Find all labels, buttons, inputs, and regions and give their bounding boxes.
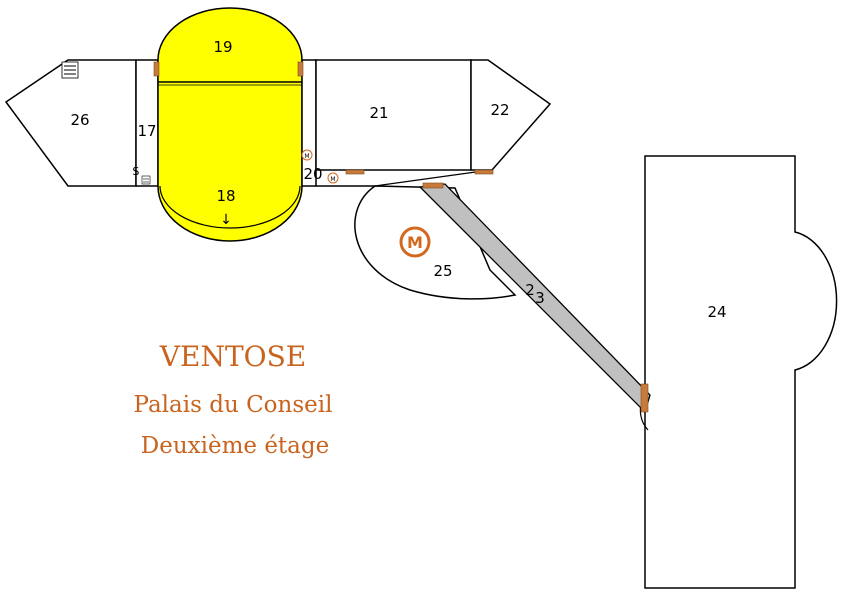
room-label-20: 20 bbox=[303, 165, 322, 183]
room-label-18: 18 bbox=[216, 187, 235, 205]
door bbox=[345, 169, 365, 175]
room-label-24: 24 bbox=[707, 303, 726, 321]
stair-symbol: $ bbox=[132, 164, 140, 178]
arrow-down-icon: ↓ bbox=[220, 212, 232, 228]
room-label-22: 22 bbox=[490, 101, 509, 119]
map-floor: Deuxième étage bbox=[141, 433, 329, 459]
room-21 bbox=[315, 59, 472, 171]
map-title: VENTOSE bbox=[159, 340, 306, 373]
door bbox=[297, 61, 304, 77]
room-label-19: 19 bbox=[213, 38, 232, 56]
room-label-26: 26 bbox=[70, 111, 89, 129]
room-21-bottom-right bbox=[374, 169, 491, 187]
rotunda-inner-arc bbox=[159, 185, 301, 229]
door bbox=[474, 169, 494, 175]
room-label-17: 17 bbox=[137, 122, 156, 140]
room-24 bbox=[644, 155, 838, 589]
monster-large-icon: M bbox=[399, 226, 431, 258]
room-25 bbox=[354, 185, 517, 300]
room-label-25: 25 bbox=[433, 262, 452, 280]
small-stairs-icon bbox=[141, 175, 151, 185]
room-label-21: 21 bbox=[369, 104, 388, 122]
door bbox=[153, 61, 160, 77]
monster-small-icon: M bbox=[301, 149, 313, 161]
door bbox=[640, 383, 649, 413]
monster-small-icon: M bbox=[327, 172, 339, 184]
svg-text:M: M bbox=[304, 153, 309, 160]
room-label-23-a: 2 bbox=[525, 281, 535, 299]
room-label-23-b: 3 bbox=[535, 289, 545, 307]
map-subtitle: Palais du Conseil bbox=[134, 392, 333, 418]
svg-text:M: M bbox=[407, 233, 423, 252]
door bbox=[422, 182, 444, 189]
room-22 bbox=[470, 59, 552, 171]
svg-text:M: M bbox=[330, 176, 335, 183]
stairs-icon bbox=[61, 61, 79, 79]
